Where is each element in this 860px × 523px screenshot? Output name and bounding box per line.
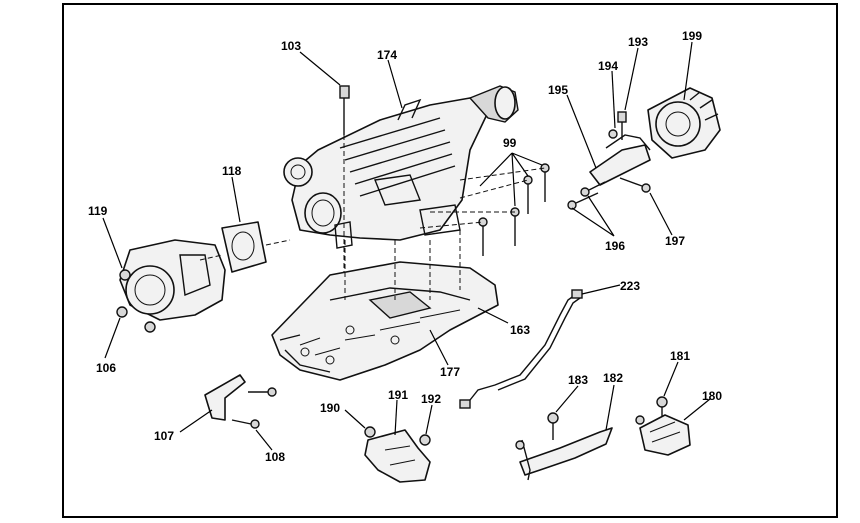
label-177: 177: [440, 365, 460, 379]
label-183: 183: [568, 373, 588, 387]
label-223: 223: [620, 279, 640, 293]
leader-lines: [102, 41, 711, 451]
label-194: 194: [598, 59, 618, 73]
gasket-118: [199, 221, 291, 273]
label-106: 106: [96, 361, 116, 375]
diagram-border: [62, 3, 838, 518]
intake-manifold: [271, 230, 499, 381]
label-182: 182: [603, 371, 623, 385]
label-163: 163: [510, 323, 530, 337]
bracket-191: [364, 426, 431, 483]
label-190: 190: [320, 401, 340, 415]
label-108: 108: [265, 450, 285, 464]
label-119: 119: [88, 204, 108, 218]
label-181: 181: [670, 349, 690, 363]
supercharger-assembly: [283, 85, 519, 249]
label-103: 103: [281, 39, 301, 53]
pipe-223: [459, 289, 583, 409]
throttle-body: [116, 239, 226, 333]
bolts-99: [419, 163, 550, 256]
label-197: 197: [665, 234, 685, 248]
label-180: 180: [702, 389, 722, 403]
callout-labels: 103 174 193 199 194 195 99 118 119 196 1…: [88, 29, 722, 464]
bracket-180: [635, 396, 691, 456]
label-192: 192: [421, 392, 441, 406]
bracket-182: [515, 412, 613, 481]
label-99: 99: [503, 136, 517, 150]
bracket-195: [567, 111, 651, 210]
generator-199: [647, 87, 721, 159]
label-191: 191: [388, 388, 408, 402]
label-199: 199: [682, 29, 702, 43]
label-107: 107: [154, 429, 174, 443]
label-196: 196: [605, 239, 625, 253]
label-174: 174: [377, 48, 397, 62]
label-193: 193: [628, 35, 648, 49]
label-118: 118: [222, 164, 242, 178]
label-195: 195: [548, 83, 568, 97]
bracket-107: [204, 374, 277, 429]
